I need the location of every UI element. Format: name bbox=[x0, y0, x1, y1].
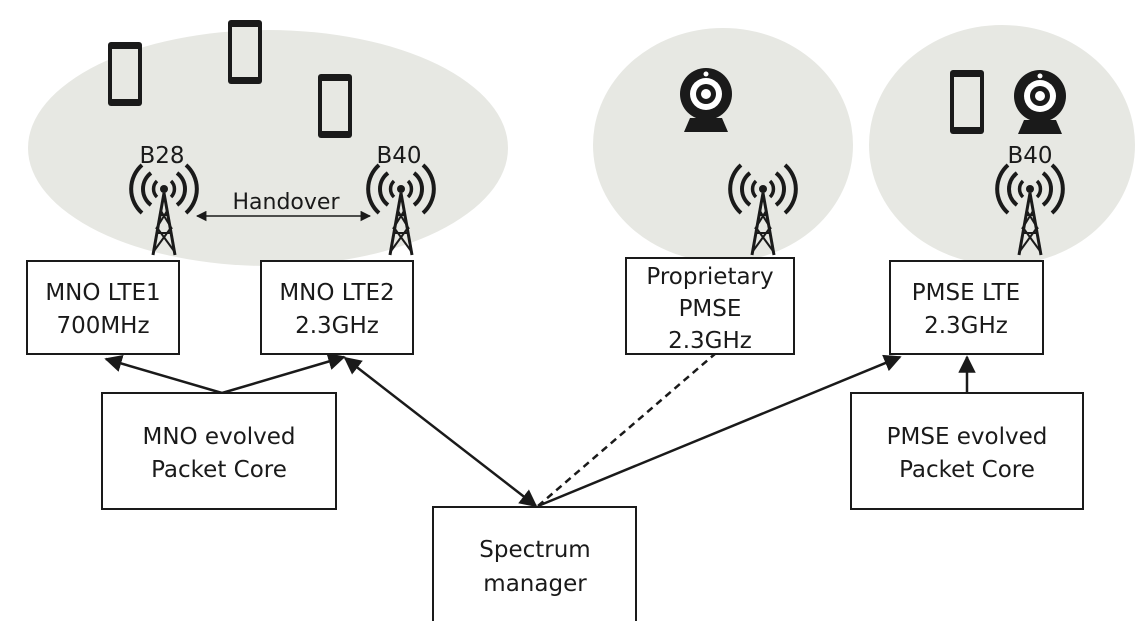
proprietary-pmse-coverage-area bbox=[593, 28, 853, 262]
mno-lte2-box: MNO LTE2 2.3GHz bbox=[260, 260, 414, 355]
smartphone-icon bbox=[228, 20, 262, 84]
mno-lte2-frequency: 2.3GHz bbox=[295, 313, 379, 339]
pmse-epc-label-line2: Packet Core bbox=[899, 457, 1035, 483]
smartphone-icon bbox=[950, 70, 984, 134]
epc-to-lte2-link bbox=[221, 353, 346, 395]
spectrum-manager-to-proprietary-pmse-link bbox=[537, 352, 717, 507]
pmse-epc-label-line1: PMSE evolved bbox=[887, 424, 1048, 450]
handover-label: Handover bbox=[233, 190, 341, 215]
mno-lte1-label: MNO LTE1 bbox=[45, 280, 160, 306]
smartphone-icon bbox=[318, 74, 352, 138]
smartphone-icon bbox=[108, 42, 142, 106]
pmse-lte-frequency: 2.3GHz bbox=[924, 313, 1008, 339]
proprietary-pmse-label-line2: PMSE bbox=[679, 296, 742, 322]
proprietary-pmse-label-line1: Proprietary bbox=[646, 264, 773, 290]
band-label-b28: B28 bbox=[139, 143, 184, 169]
mno-evolved-packet-core-box: MNO evolved Packet Core bbox=[101, 392, 337, 510]
mno-lte1-box: MNO LTE1 700MHz bbox=[26, 260, 180, 355]
mno-epc-label-line1: MNO evolved bbox=[142, 424, 295, 450]
pmse-evolved-packet-core-box: PMSE evolved Packet Core bbox=[850, 392, 1084, 510]
epc-to-lte1-link bbox=[104, 355, 223, 395]
pmse-lte-box: PMSE LTE 2.3GHz bbox=[889, 260, 1044, 355]
spectrum-manager-box: Spectrum manager bbox=[432, 506, 637, 621]
spectrum-manager-to-pmse-lte-link bbox=[537, 354, 902, 508]
pmse-lte-coverage-area bbox=[869, 25, 1135, 265]
mno-coverage-area bbox=[28, 30, 508, 266]
mno-lte2-label: MNO LTE2 bbox=[279, 280, 394, 306]
band-label-b40-left: B40 bbox=[376, 143, 421, 169]
band-label-b40-right: B40 bbox=[1007, 143, 1052, 169]
spectrum-manager-label-line2: manager bbox=[483, 571, 587, 597]
pmse-lte-label: PMSE LTE bbox=[912, 280, 1020, 306]
spectrum-manager-label-line1: Spectrum bbox=[479, 537, 590, 563]
proprietary-pmse-box: Proprietary PMSE 2.3GHz bbox=[625, 257, 795, 355]
spectrum-manager-to-lte2-link bbox=[343, 356, 538, 508]
mno-epc-label-line2: Packet Core bbox=[151, 457, 287, 483]
proprietary-pmse-frequency: 2.3GHz bbox=[668, 328, 752, 354]
mno-lte1-frequency: 700MHz bbox=[56, 313, 149, 339]
